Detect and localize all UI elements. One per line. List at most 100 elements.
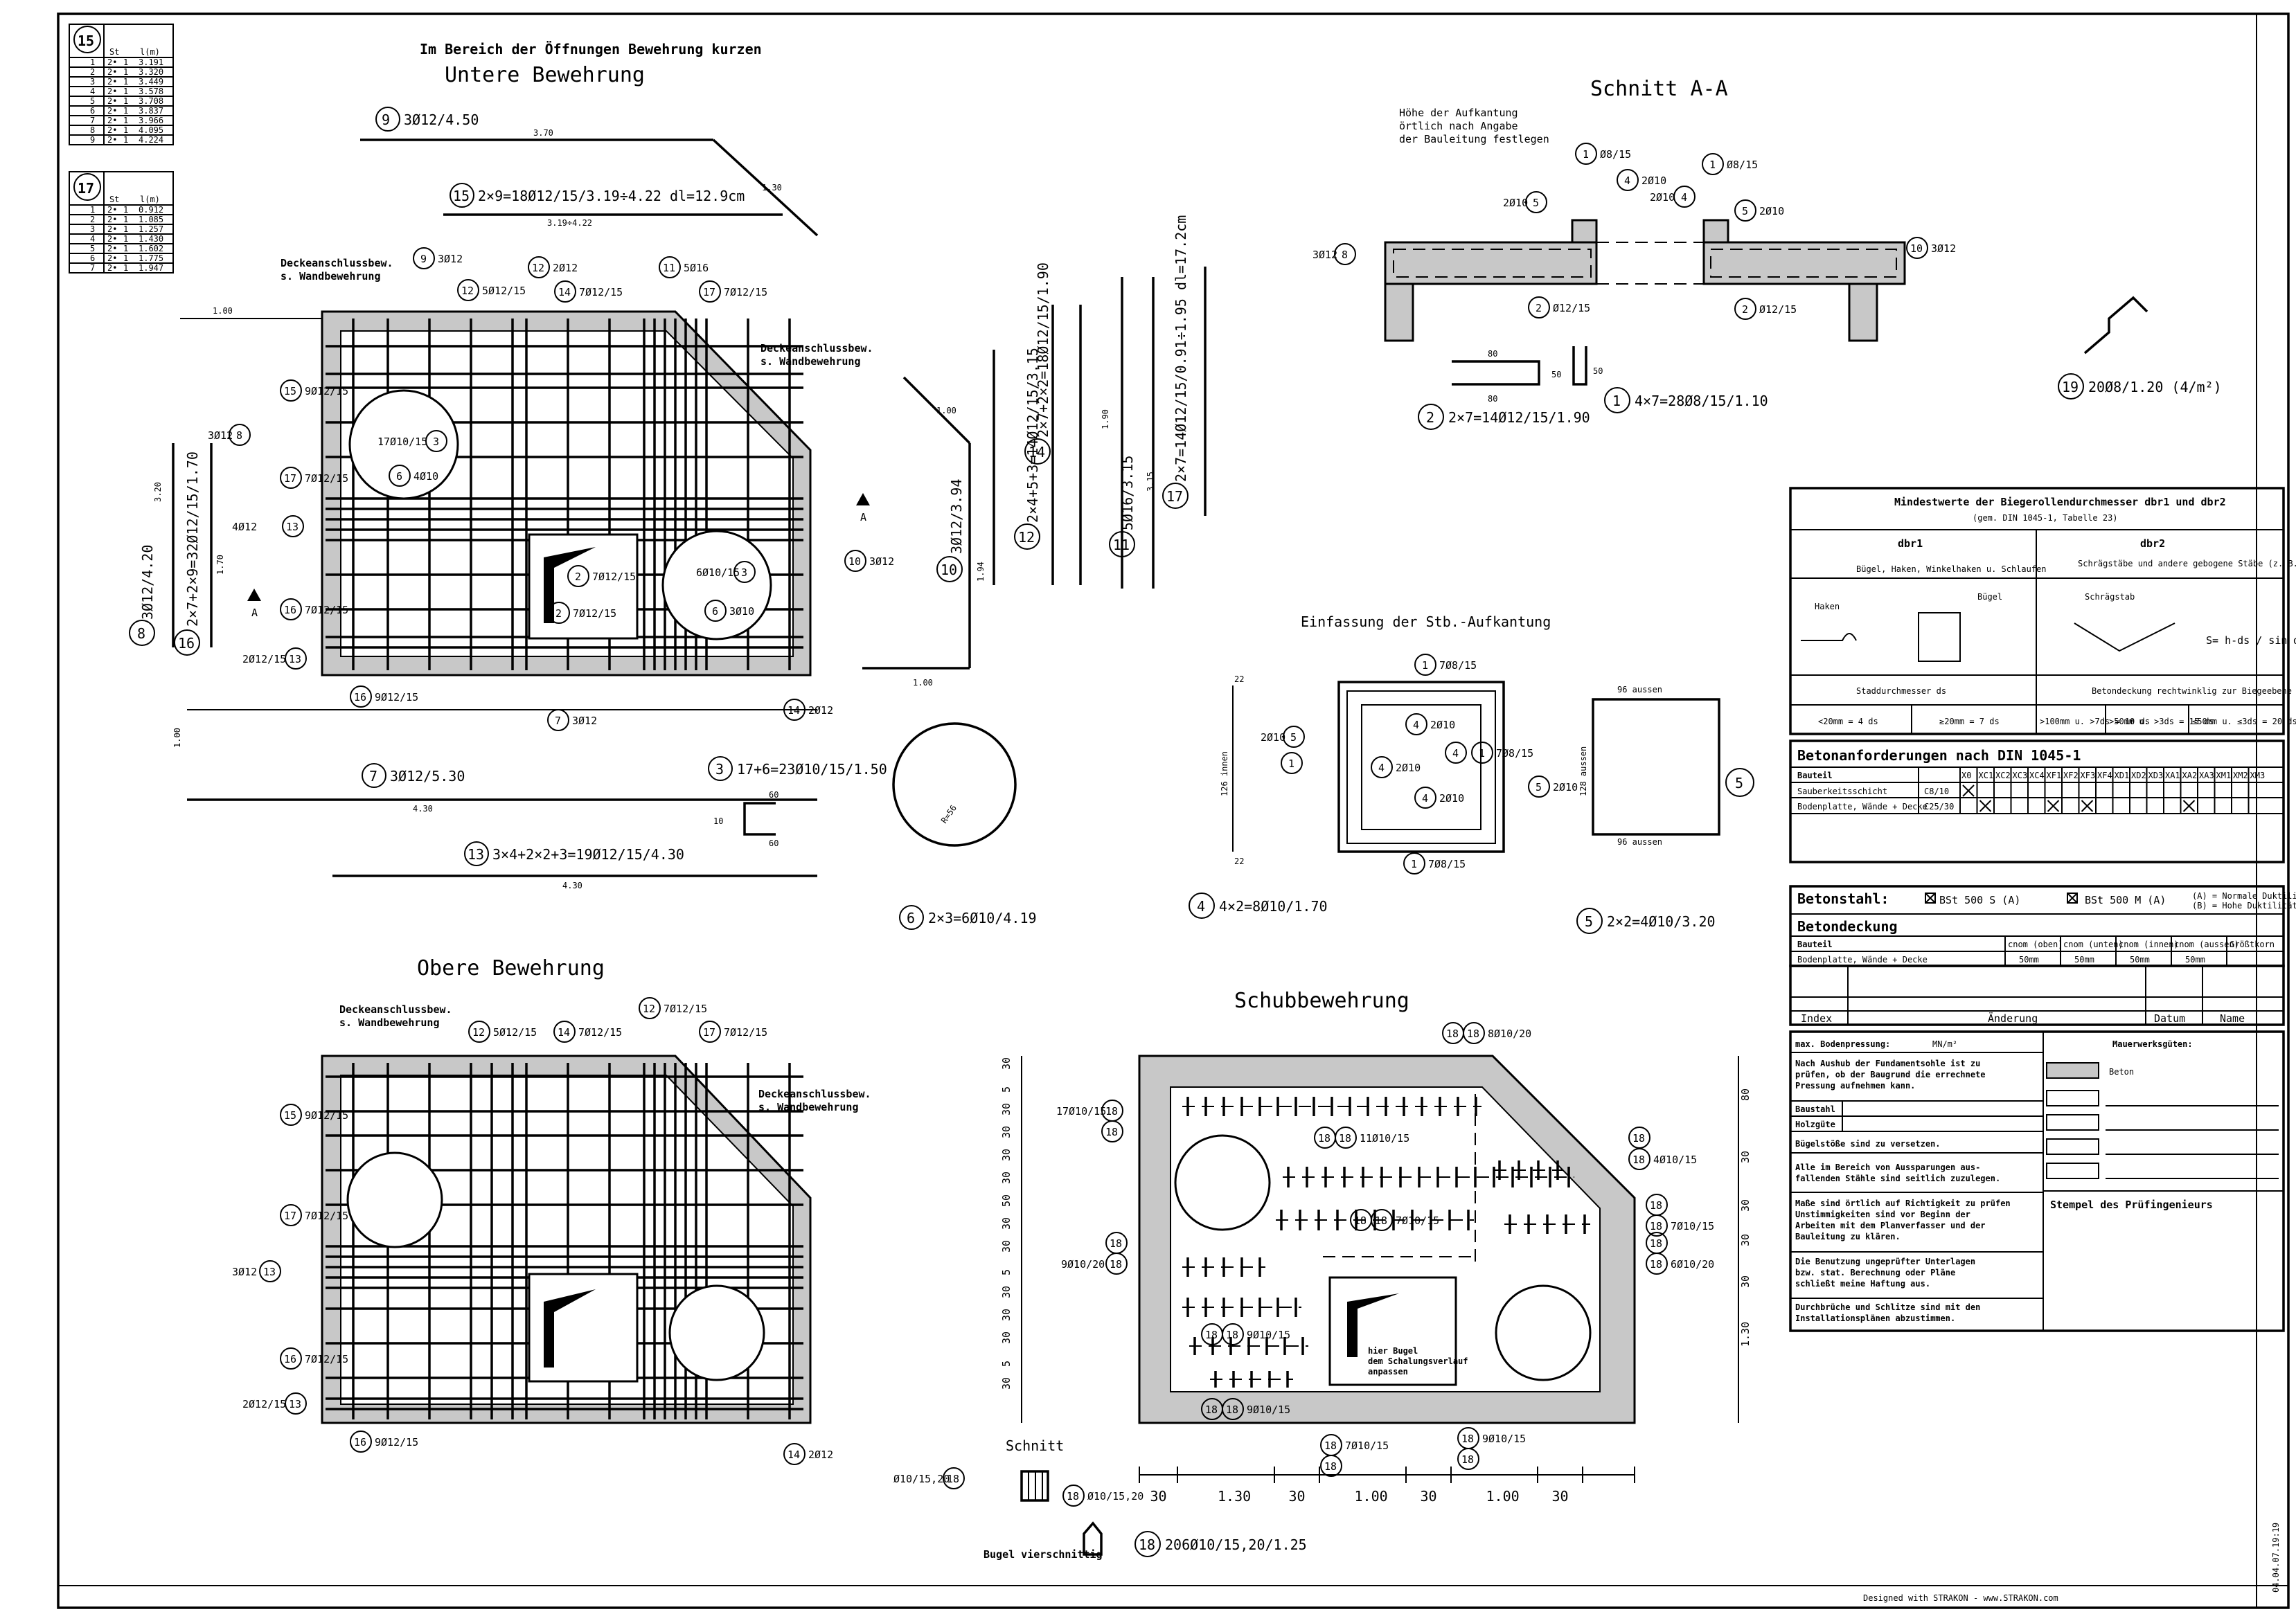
svg-text:1.30: 1.30 [1218, 1488, 1251, 1505]
svg-text:Nach Aushub der Fundamentsohle: Nach Aushub der Fundamentsohle ist zu [1795, 1059, 1980, 1068]
svg-text:30: 30 [1739, 1275, 1752, 1288]
svg-text:dbr2: dbr2 [2140, 537, 2165, 550]
svg-text:1: 1 [123, 125, 128, 135]
schedule-length: 1.257 [139, 224, 163, 234]
svg-text:cnom (oben): cnom (oben) [2008, 940, 2063, 949]
svg-text:3Ø12: 3Ø12 [232, 1266, 257, 1278]
svg-text:96 aussen: 96 aussen [1617, 685, 1662, 694]
svg-text:16: 16 [178, 635, 195, 652]
svg-text:30: 30 [1552, 1488, 1569, 1505]
svg-text:Deckeanschlussbew.: Deckeanschlussbew. [758, 1088, 871, 1100]
svg-text:Ø10/15,20: Ø10/15,20 [893, 1473, 950, 1485]
svg-text:2•: 2• [107, 116, 117, 125]
svg-text:1.00: 1.00 [913, 678, 933, 688]
svg-text:Schubbewehrung: Schubbewehrung [1234, 989, 1409, 1013]
svg-text:17: 17 [284, 472, 296, 485]
svg-text:9Ø10/20: 9Ø10/20 [1061, 1258, 1105, 1271]
svg-text:4×7=28Ø8/15/1.10: 4×7=28Ø8/15/1.10 [1635, 393, 1768, 409]
schedule-length: 1.430 [139, 234, 163, 244]
svg-text:9Ø12/15: 9Ø12/15 [375, 691, 418, 703]
schedule-row-no: 4 [90, 234, 95, 244]
svg-text:4Ø10: 4Ø10 [413, 470, 438, 483]
svg-text:18: 18 [1226, 1404, 1238, 1416]
svg-text:3.20: 3.20 [153, 482, 163, 502]
svg-text:18: 18 [1205, 1329, 1218, 1341]
svg-text:30: 30 [1000, 1172, 1013, 1184]
title-obere: Obere Bewehrung [417, 956, 605, 980]
svg-text:Ø10/15,20: Ø10/15,20 [1087, 1490, 1143, 1503]
svg-text:4: 4 [1624, 174, 1630, 187]
svg-text:1.94: 1.94 [976, 562, 986, 582]
svg-text:Bodenplatte, Wände + Decke: Bodenplatte, Wände + Decke [1797, 955, 1928, 965]
exposure-class: XC1 [1979, 771, 1994, 780]
svg-text:7Ø10/15: 7Ø10/15 [1345, 1440, 1389, 1452]
svg-text:7: 7 [555, 715, 561, 727]
svg-text:14: 14 [558, 1026, 570, 1039]
svg-text:>100mm u. >7ds = 10 ds: >100mm u. >7ds = 10 ds [2040, 717, 2150, 726]
svg-text:2•: 2• [107, 244, 117, 253]
svg-text:1.00: 1.00 [213, 306, 233, 316]
svg-text:5: 5 [1533, 197, 1539, 209]
svg-text:18: 18 [1650, 1258, 1662, 1271]
svg-text:7Ø12/15: 7Ø12/15 [724, 1026, 767, 1039]
svg-text:15: 15 [284, 1109, 296, 1122]
svg-text:30: 30 [1739, 1234, 1752, 1246]
exposure-class: XD3 [2148, 771, 2164, 780]
svg-text:5Ø16/3.15: 5Ø16/3.15 [1119, 456, 1136, 530]
svg-text:18: 18 [1650, 1237, 1662, 1250]
svg-text:5: 5 [1000, 1086, 1013, 1093]
svg-text:Bügel, Haken, Winkelhaken u. S: Bügel, Haken, Winkelhaken u. Schlaufen [1856, 564, 2047, 574]
schedule-row-no: 1 [90, 57, 95, 67]
svg-text:1: 1 [1709, 159, 1716, 171]
schedule-length: 1.602 [139, 244, 163, 253]
svg-text:30: 30 [1150, 1488, 1167, 1505]
svg-text:1.00: 1.00 [936, 406, 956, 415]
svg-text:Installationsplänen abzustimme: Installationsplänen abzustimmen. [1795, 1313, 1955, 1323]
svg-text:17Ø10/15: 17Ø10/15 [377, 436, 427, 448]
svg-text:2Ø10: 2Ø10 [1553, 781, 1578, 793]
svg-text:2×3=6Ø10/4.19: 2×3=6Ø10/4.19 [928, 910, 1037, 926]
svg-text:7Ø8/15: 7Ø8/15 [1439, 659, 1477, 672]
svg-text:1: 1 [123, 135, 128, 145]
svg-text:2•: 2• [107, 57, 117, 67]
svg-text:anpassen: anpassen [1368, 1367, 1408, 1377]
svg-text:s. Wandbewehrung: s. Wandbewehrung [760, 355, 861, 368]
svg-text:7Ø8/15: 7Ø8/15 [1428, 858, 1466, 870]
svg-text:9Ø10/15: 9Ø10/15 [1247, 1404, 1290, 1416]
svg-text:Betondeckung: Betondeckung [1797, 918, 1898, 935]
svg-text:18: 18 [1105, 1126, 1118, 1138]
schedule-length: 3.449 [139, 77, 163, 87]
svg-text:>50mm u. >3ds = 15 ds: >50mm u. >3ds = 15 ds [2109, 717, 2214, 726]
svg-text:Bauleitung zu klären.: Bauleitung zu klären. [1795, 1232, 1901, 1241]
svg-text:Arbeiten mit dem Planverfasser: Arbeiten mit dem Planverfasser und der [1795, 1221, 1986, 1230]
svg-text:11Ø10/15: 11Ø10/15 [1360, 1132, 1409, 1145]
schedule-row-no: 7 [90, 263, 95, 273]
svg-text:2•: 2• [107, 87, 117, 96]
bauteil-row: Sauberkeitsschicht [1797, 787, 1887, 796]
svg-text:2Ø10: 2Ø10 [1641, 174, 1666, 187]
schedule-length: 3.191 [139, 57, 163, 67]
svg-text:dbr1: dbr1 [1898, 537, 1923, 550]
svg-text:1: 1 [123, 224, 128, 234]
svg-text:2×7=14Ø12/15/0.91÷1.95 dl=17.2: 2×7=14Ø12/15/0.91÷1.95 dl=17.2cm [1173, 215, 1189, 482]
schedule-length: 3.966 [139, 116, 163, 125]
middle-bar-shapes: 1.00 1.00 1.94 10 3Ø12/3.94 12 2×4+5+3=1… [708, 215, 1207, 930]
schedule-length: 3.837 [139, 106, 163, 116]
svg-text:16: 16 [354, 1436, 366, 1449]
svg-text:1.70: 1.70 [215, 555, 225, 575]
svg-text:3×4+2×2+3=19Ø12/15/4.30: 3×4+2×2+3=19Ø12/15/4.30 [492, 846, 684, 863]
svg-text:Baustahl: Baustahl [1795, 1104, 1835, 1114]
svg-text:2Ø10: 2Ø10 [1430, 719, 1455, 731]
svg-text:7Ø12/15: 7Ø12/15 [578, 1026, 622, 1039]
svg-text:7Ø12/15: 7Ø12/15 [305, 604, 348, 616]
svg-text:60: 60 [769, 790, 778, 800]
svg-text:cnom (innen): cnom (innen) [2119, 940, 2179, 949]
svg-text:Einfassung der Stb.-Aufkantung: Einfassung der Stb.-Aufkantung [1301, 613, 1551, 630]
svg-text:17: 17 [1166, 488, 1183, 505]
svg-text:30: 30 [1739, 1199, 1752, 1212]
schedule-row-no: 2 [90, 67, 95, 77]
svg-text:30: 30 [1000, 1331, 1013, 1344]
svg-text:Holzgüte: Holzgüte [1795, 1120, 1835, 1129]
